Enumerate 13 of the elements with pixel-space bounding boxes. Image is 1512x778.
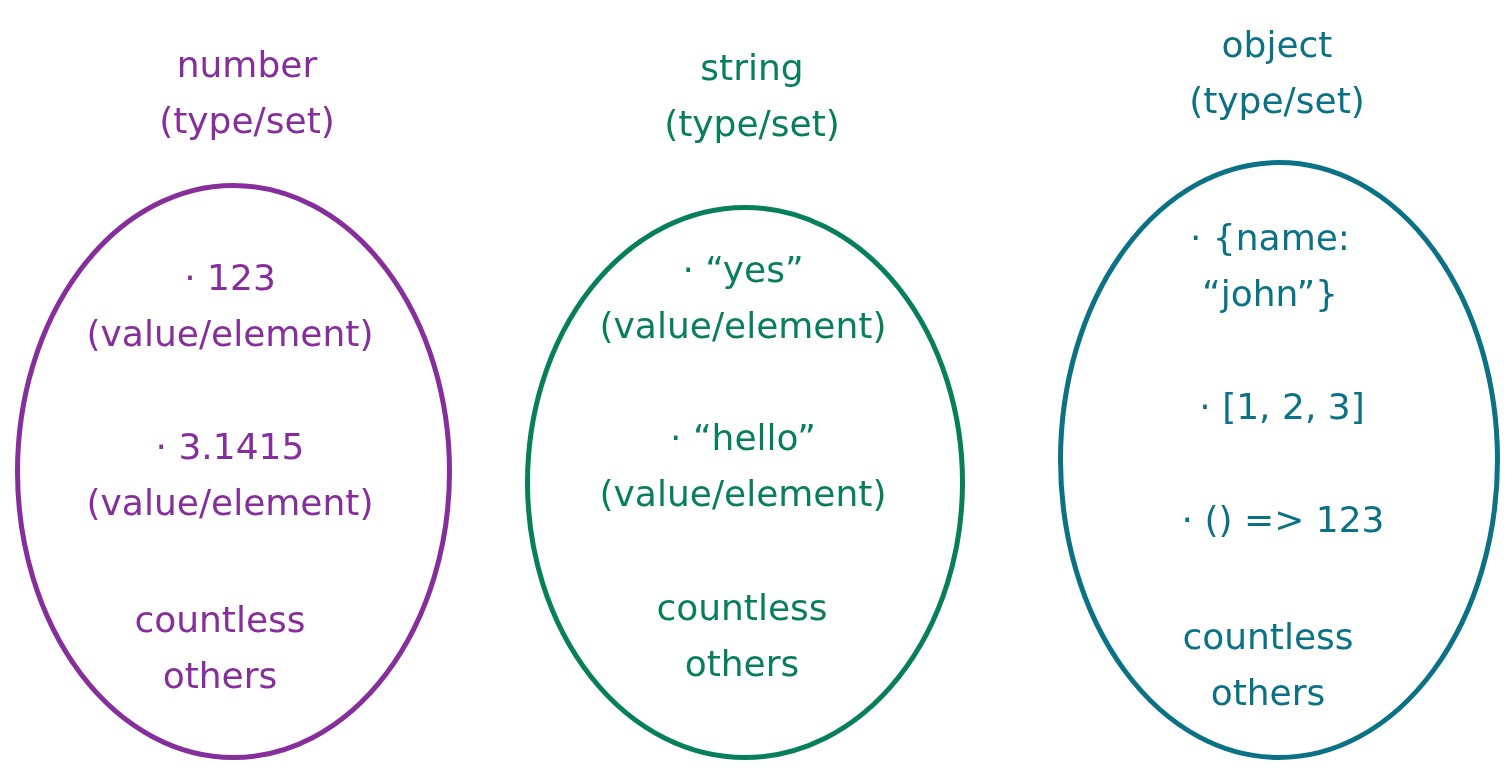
type-heading: number (type/set) (158, 43, 336, 143)
list-item: · () => 123 (1180, 498, 1386, 542)
type-heading: string (type/set) (663, 46, 841, 146)
list-item: · 123 (value/element) (85, 256, 375, 356)
list-item: countless others (133, 598, 307, 698)
list-item: · “yes” (value/element) (598, 248, 888, 348)
type-heading: object (type/set) (1188, 23, 1366, 123)
list-item: · “hello” (value/element) (598, 416, 888, 516)
list-item: countless others (655, 586, 829, 686)
list-item: countless others (1181, 615, 1355, 715)
list-item: · 3.1415 (value/element) (85, 425, 375, 525)
list-item: · [1, 2, 3] (1198, 385, 1366, 429)
list-item: · {name: “john”} (1189, 216, 1351, 316)
